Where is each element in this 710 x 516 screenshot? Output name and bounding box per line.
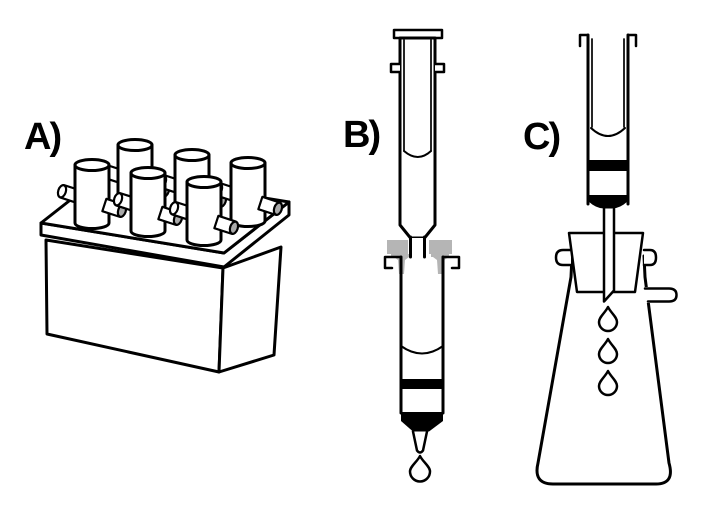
- neck-rim-right: [642, 248, 658, 267]
- droplet-icon: [597, 337, 619, 365]
- liquid-meniscus: [590, 127, 626, 137]
- falling-drops: [597, 305, 619, 397]
- column-wall: [586, 33, 630, 206]
- luer-tab-left: [389, 62, 402, 74]
- sample-port-cylinder: [185, 175, 223, 247]
- column-wall: [399, 255, 445, 415]
- dropper-tip: [411, 430, 429, 454]
- barrel-inner-wall: [591, 38, 625, 128]
- port-nub-right: [213, 214, 240, 235]
- neck-rim-left: [554, 248, 573, 267]
- filter-flask: [535, 254, 672, 486]
- luer-tab-right: [433, 62, 446, 74]
- sorbent-frit: [588, 160, 628, 171]
- rim-flange-right: [626, 33, 638, 48]
- sorbent-bed-bottom: [588, 195, 628, 209]
- sample-port-cylinder: [73, 158, 111, 230]
- sample-port-cylinder: [129, 166, 167, 238]
- panel-b-label: B): [343, 114, 381, 156]
- rim-flange-right: [441, 255, 461, 270]
- column-adapter: [387, 240, 452, 274]
- elution-column: [578, 33, 638, 209]
- outlet-needle: [602, 203, 616, 303]
- vacuum-side-arm: [643, 287, 678, 303]
- rim-flange-left: [383, 255, 403, 270]
- droplet-icon: [408, 454, 432, 483]
- manifold-box-right-face: [217, 245, 283, 374]
- liquid-meniscus: [403, 150, 432, 158]
- column-barrel: [398, 36, 437, 240]
- port-nub-right: [257, 195, 284, 216]
- upper-column: [389, 28, 446, 240]
- liquid-meniscus: [400, 345, 444, 355]
- sorbent-frit: [401, 379, 443, 389]
- panel-c-label: C): [523, 116, 561, 158]
- droplet-icon: [597, 369, 619, 397]
- panel-a-label: A): [24, 116, 62, 158]
- droplet-icon: [597, 305, 619, 333]
- rim-flange-left: [578, 33, 590, 48]
- column-flask-figure: [535, 33, 678, 486]
- sorbent-bed-bottom: [401, 412, 443, 432]
- stacked-columns-figure: [383, 28, 461, 483]
- barrel-inner-wall: [403, 39, 432, 152]
- sample-port-cylinder: [229, 156, 267, 228]
- lower-column: [383, 255, 461, 483]
- vacuum-manifold-figure: [39, 138, 291, 374]
- column-outlet-tube: [409, 235, 426, 259]
